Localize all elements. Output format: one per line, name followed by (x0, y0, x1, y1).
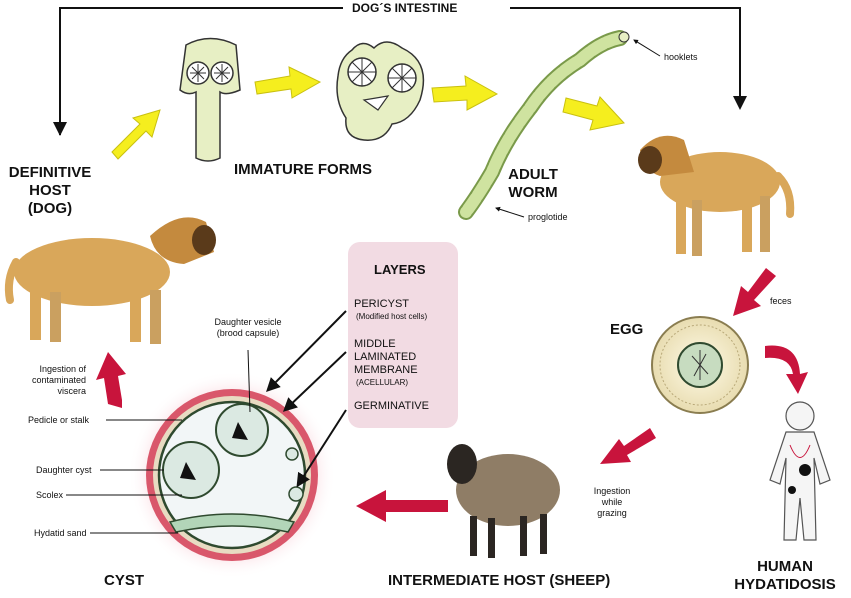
intestine-label: DOG´S INTESTINE (346, 0, 464, 16)
sheep-illustration (447, 444, 560, 558)
layers-box: LAYERS PERICYST (Modified host cells) MI… (348, 242, 458, 428)
feces-label: feces (770, 296, 792, 306)
red-arrow-dog (96, 352, 126, 408)
cyst-leader-lines (66, 310, 347, 534)
human-hydatidosis-label: HUMAN HYDATIDOSIS (734, 558, 836, 593)
adult-worm-illustration (458, 30, 661, 220)
egg-label: EGG (610, 321, 644, 338)
daughter-cyst-label: Daughter cyst (36, 465, 92, 475)
pedicle-label: Pedicle or stalk (28, 415, 90, 425)
yellow-arrow-2 (254, 66, 322, 99)
yellow-arrow-1 (111, 109, 161, 160)
ingestion-viscera-label: Ingestion of contaminated viscera (31, 364, 86, 396)
daughter-vesicle-label: Daughter vesicle (brood capsule) (214, 317, 282, 338)
cyst-illustration (128, 371, 336, 579)
layer-middle-note: (ACELLULAR) (356, 378, 409, 387)
yellow-arrow-3 (431, 75, 499, 111)
red-arrow-feces (733, 268, 776, 316)
layer-pericyst: PERICYST (354, 298, 410, 310)
adult-worm-label: ADULT WORM (508, 166, 558, 201)
red-arrows (96, 268, 808, 522)
intestine-bracket (53, 7, 747, 136)
immature-forms-label: IMMATURE FORMS (234, 161, 373, 178)
scolex-illustration (179, 37, 241, 162)
hooklets-label: hooklets (664, 52, 698, 62)
red-arrow-sheep (600, 428, 656, 464)
layers-title: LAYERS (374, 262, 426, 277)
dog-left-illustration (4, 217, 216, 344)
layer-germinative: GERMINATIVE (354, 400, 429, 412)
human-illustration (769, 401, 831, 541)
proglotide-label: proglotide (528, 212, 568, 222)
hydatid-sand-label: Hydatid sand (34, 528, 87, 538)
dog-right-illustration (638, 135, 795, 256)
scolex-label: Scolex (36, 490, 64, 500)
layer-middle: MIDDLE LAMINATED MEMBRANE (354, 338, 418, 376)
red-arrow-cyst (356, 490, 448, 522)
intermediate-host-label: INTERMEDIATE HOST (SHEEP) (388, 572, 611, 589)
egg-illustration (651, 316, 749, 414)
red-arrow-human (765, 345, 808, 394)
yellow-arrow-4 (562, 96, 625, 131)
protoscolex-illustration (336, 41, 425, 141)
definitive-host-label: DEFINITIVE HOST (DOG) (8, 164, 92, 217)
layer-pericyst-note: (Modified host cells) (356, 312, 428, 321)
yellow-arrows (111, 66, 625, 160)
ingestion-grazing-label: Ingestion while grazing (593, 486, 631, 518)
cyst-label: CYST (104, 572, 145, 589)
